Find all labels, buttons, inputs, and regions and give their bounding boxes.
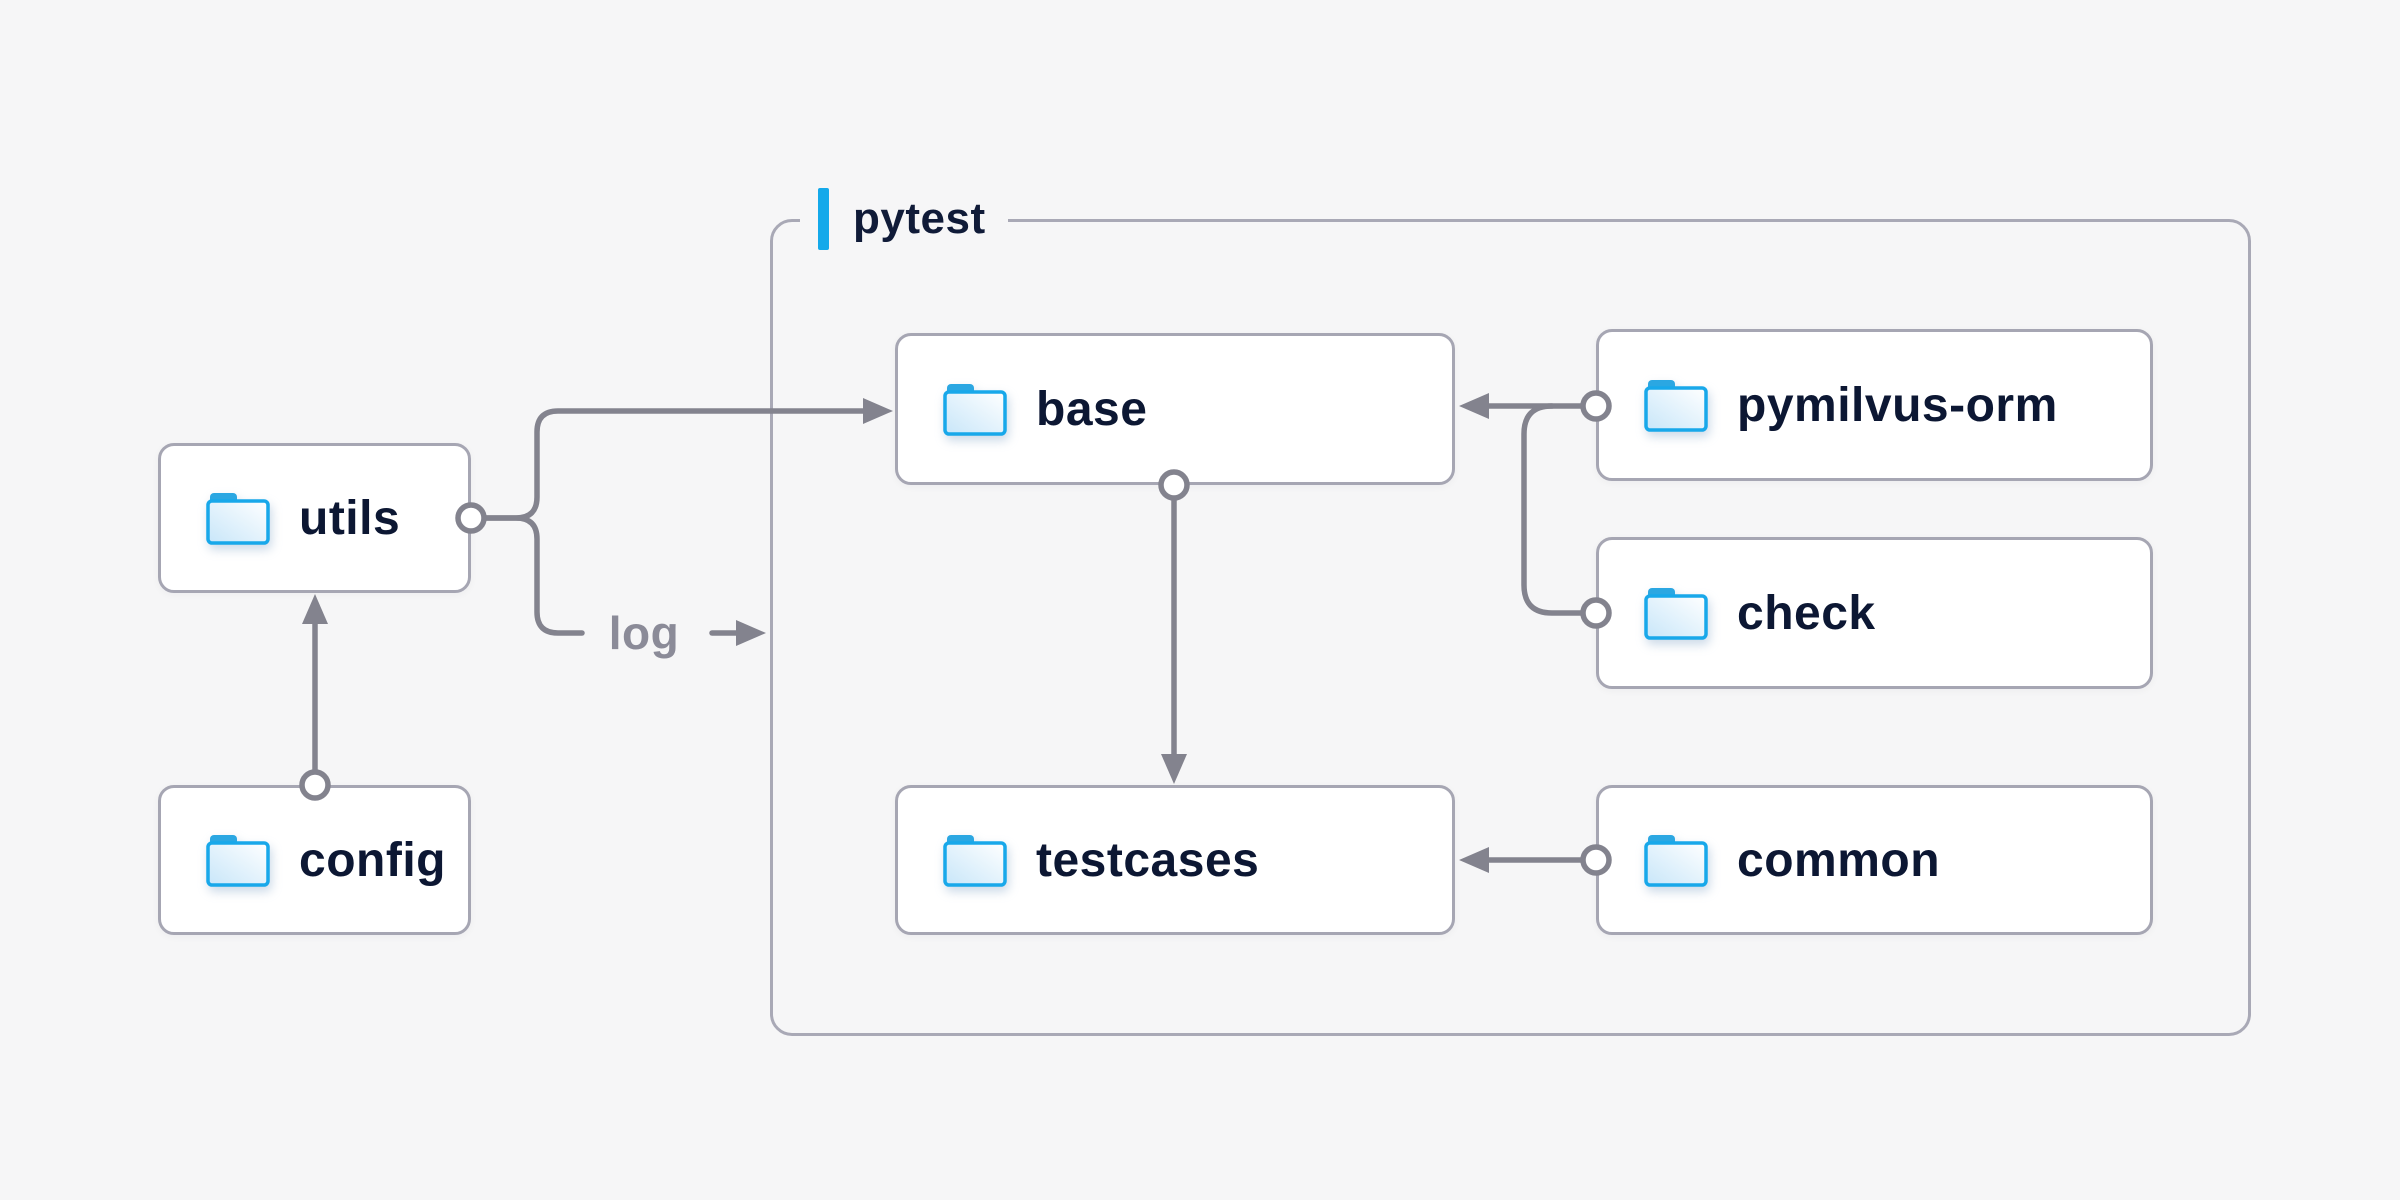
node-label: base [1036, 382, 1148, 436]
pytest-group-box [770, 219, 2251, 1036]
pytest-group-label: pytest [800, 186, 1008, 252]
folder-icon [943, 384, 1007, 436]
edge-label-log: log [609, 607, 679, 659]
node-check: check [1596, 537, 2153, 689]
node-label: testcases [1036, 833, 1260, 887]
edge-config-utils [299, 594, 331, 801]
node-label: utils [299, 491, 401, 545]
node-label: config [299, 833, 446, 887]
node-utils: utils [158, 443, 471, 593]
node-base: base [895, 333, 1455, 485]
node-label: common [1737, 833, 1941, 887]
node-pymilvus-orm: pymilvus-orm [1596, 329, 2153, 481]
edge-utils-log: log [482, 515, 766, 659]
accent-bar [818, 188, 829, 250]
folder-icon [943, 835, 1007, 887]
folder-icon [206, 493, 270, 545]
folder-icon [206, 835, 270, 887]
folder-icon [1644, 835, 1708, 887]
node-config: config [158, 785, 471, 935]
node-testcases: testcases [895, 785, 1455, 935]
folder-icon [1644, 380, 1708, 432]
node-common: common [1596, 785, 2153, 935]
group-label-text: pytest [853, 194, 986, 243]
folder-icon [1644, 588, 1708, 640]
node-label: check [1737, 586, 1876, 640]
node-label: pymilvus-orm [1737, 378, 2058, 432]
